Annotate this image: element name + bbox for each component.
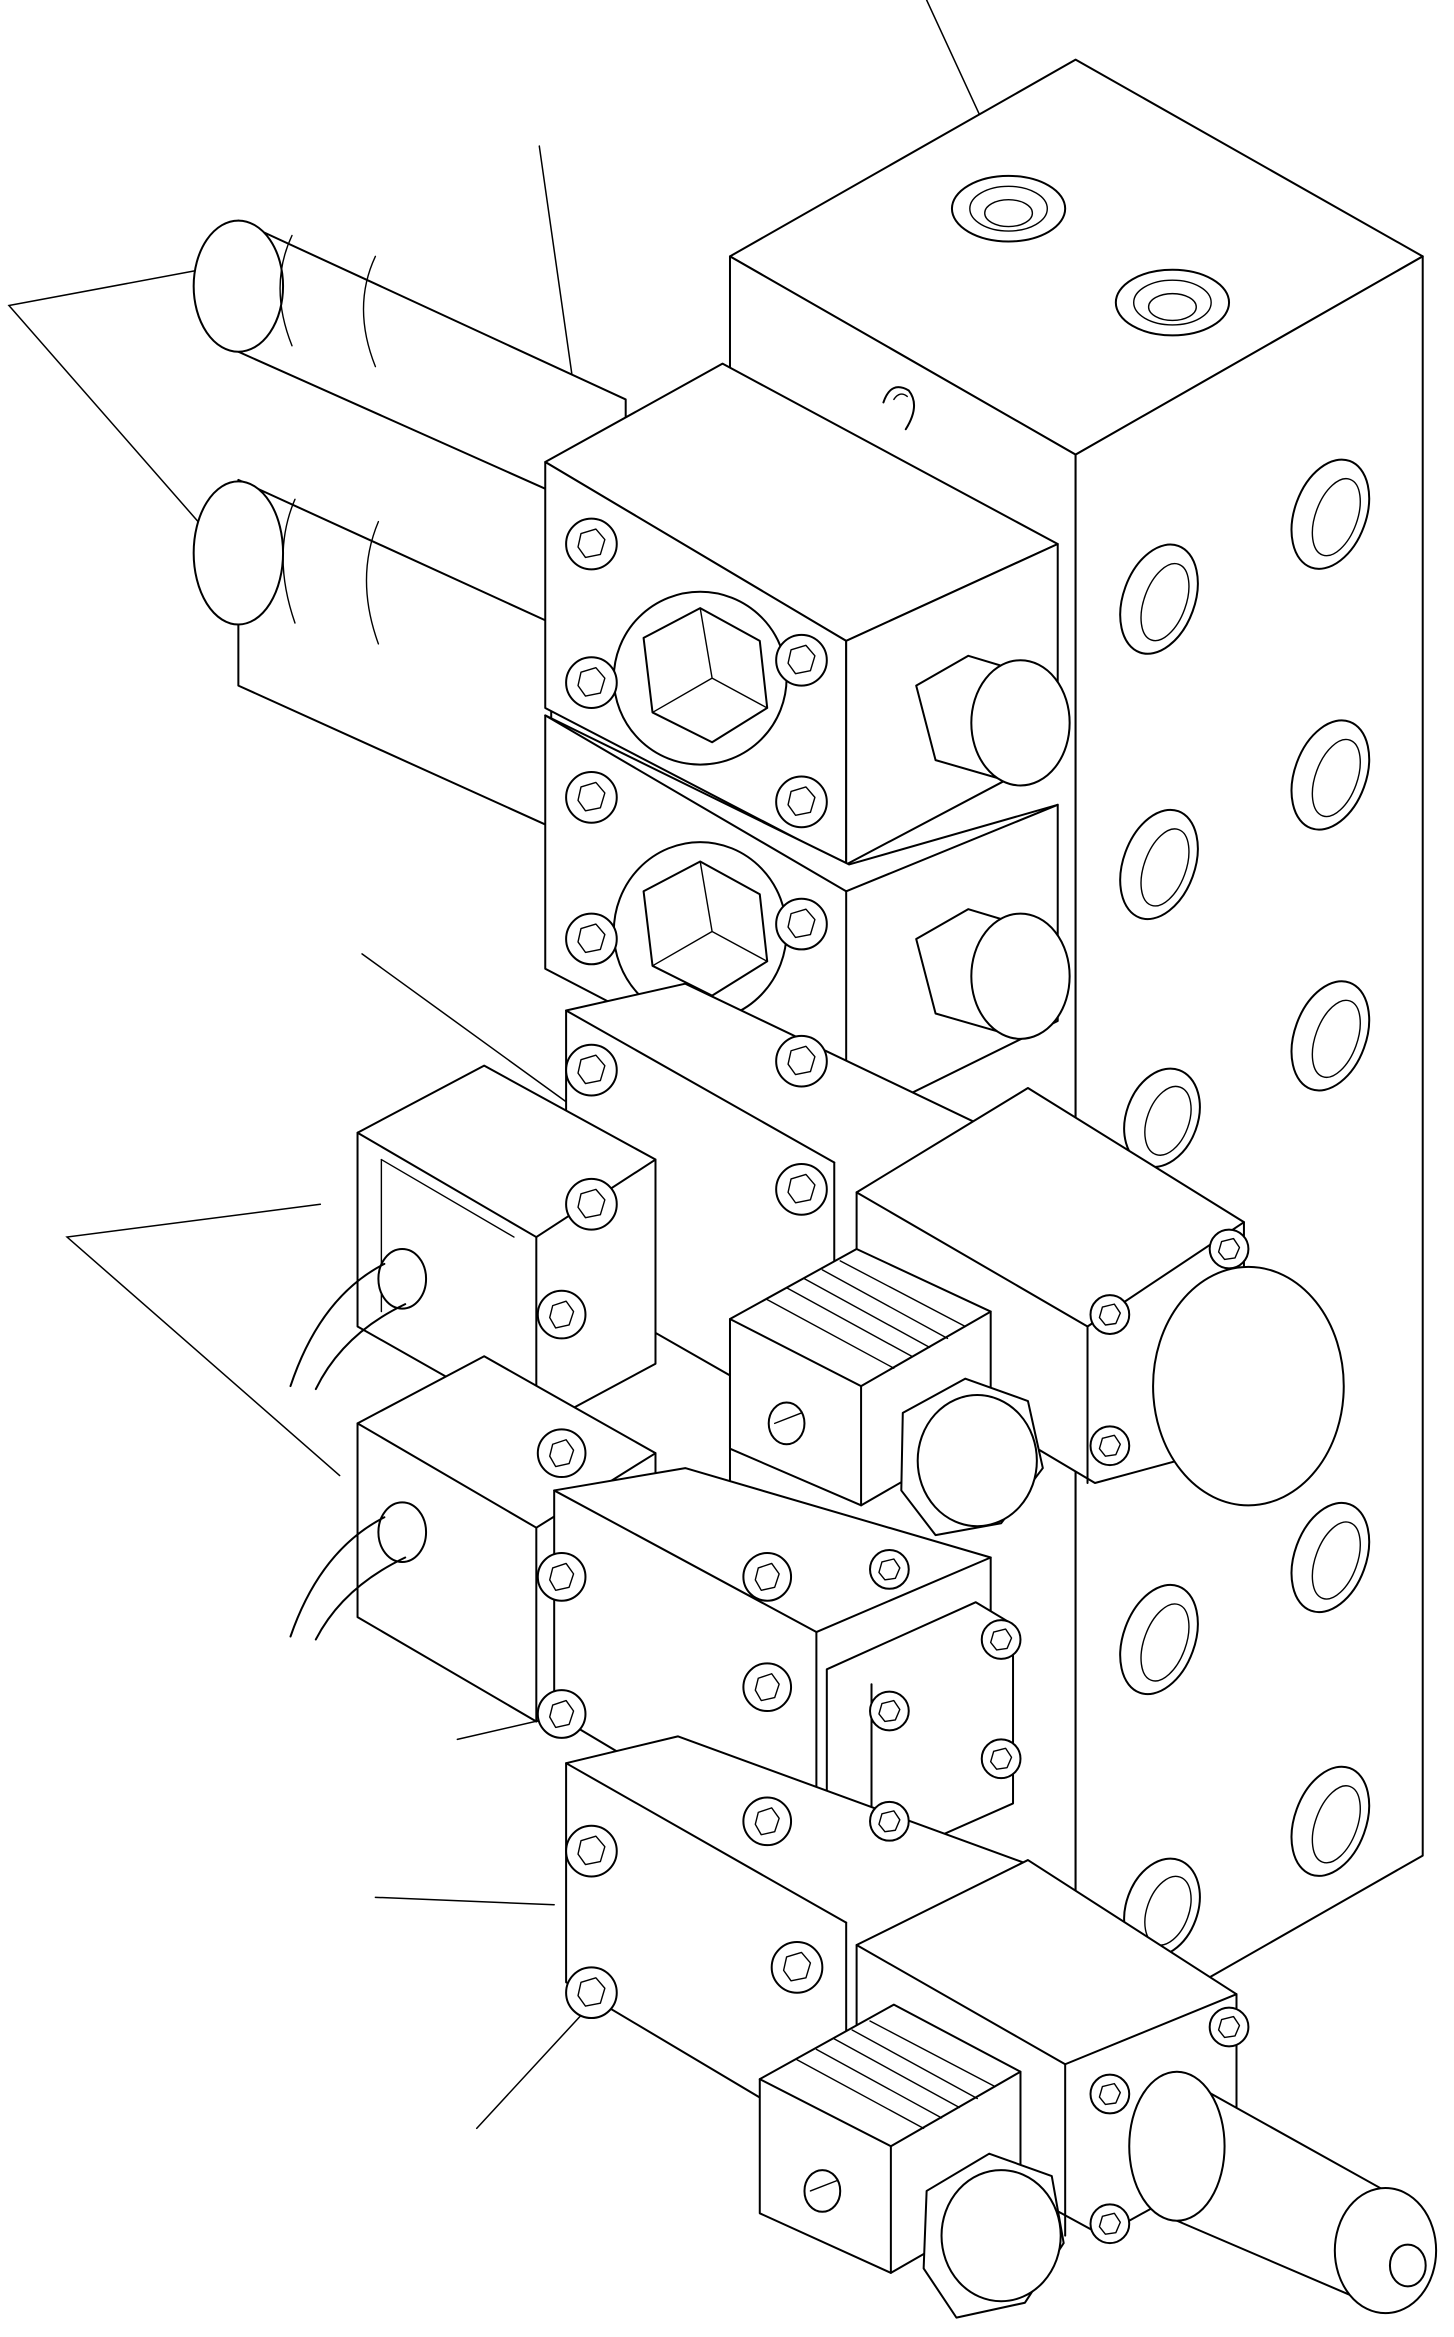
accumulator-lower [194, 480, 552, 827]
top-port-2 [1116, 270, 1229, 336]
valve-block-upper [545, 364, 1069, 865]
side-ports-column-2 [1277, 449, 1383, 1887]
manifold-right-face [1076, 256, 1423, 2053]
solenoid-valve-middle [291, 984, 1344, 1535]
leader-line-solenoid-valve [362, 954, 578, 1110]
leader-line-bottom-valve [375, 1897, 554, 1904]
leader-line-lower-bolt [457, 1718, 548, 1739]
accumulator-upper [194, 221, 626, 525]
leader-line-coils [67, 1204, 340, 1475]
socket-head-bolts [538, 519, 1249, 2243]
leader-line-bottom-bolt [477, 2012, 584, 2128]
leader-line-top-manifold [927, 0, 981, 116]
top-port-1 [952, 176, 1065, 242]
leader-line-accumulators [9, 268, 209, 533]
leader-lines [9, 0, 980, 2128]
